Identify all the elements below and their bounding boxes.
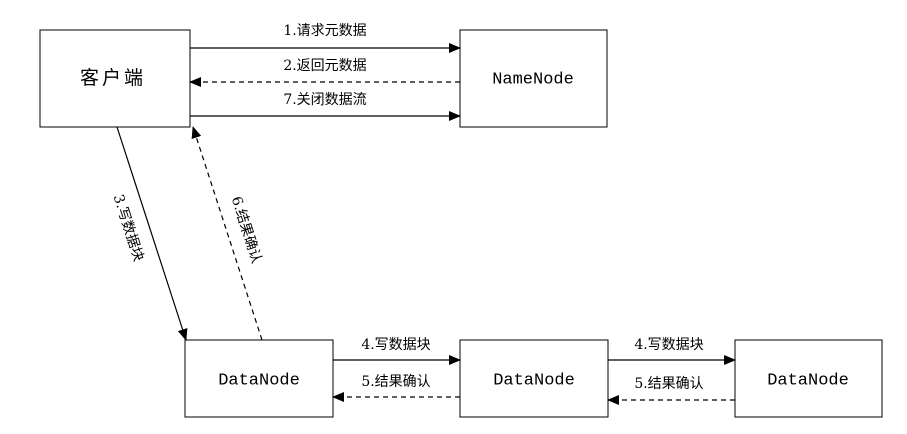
node-datanode-3-box [734, 339, 883, 418]
node-datanode-2-label: DataNode [493, 371, 575, 390]
node-datanode-1-label: DataNode [218, 371, 300, 390]
label-return-metadata: 2.返回元数据 [283, 58, 366, 74]
node-client-label: 客户端 [80, 67, 146, 89]
node-namenode: NameNode [459, 29, 608, 128]
label-write-block-dn1-dn2: 4.写数据块 [361, 337, 430, 353]
node-datanode-3-label: DataNode [767, 371, 849, 390]
label-write-block-client: 3.写数据块 [110, 193, 147, 264]
label-close-stream: 7.关闭数据流 [283, 92, 366, 108]
node-client-box [39, 29, 191, 128]
node-datanode-1-box [184, 339, 334, 418]
node-client: 客户端 [39, 29, 191, 128]
label-ack-client: 6.结果确认 [228, 195, 265, 266]
node-datanode-2: DataNode [459, 339, 609, 418]
label-request-metadata: 1.请求元数据 [283, 23, 366, 39]
node-datanode-1: DataNode [184, 339, 334, 418]
arrow-ack-client [191, 126, 263, 341]
node-namenode-box [459, 29, 608, 128]
node-datanode-2-box [459, 339, 609, 418]
label-ack-dn2-dn1: 5.结果确认 [361, 374, 430, 390]
label-write-block-dn2-dn3: 4.写数据块 [634, 337, 703, 353]
arrow-write-block-client [116, 126, 188, 341]
label-ack-dn3-dn2: 5.结果确认 [634, 376, 703, 392]
node-namenode-label: NameNode [492, 70, 574, 89]
node-datanode-3: DataNode [734, 339, 883, 418]
